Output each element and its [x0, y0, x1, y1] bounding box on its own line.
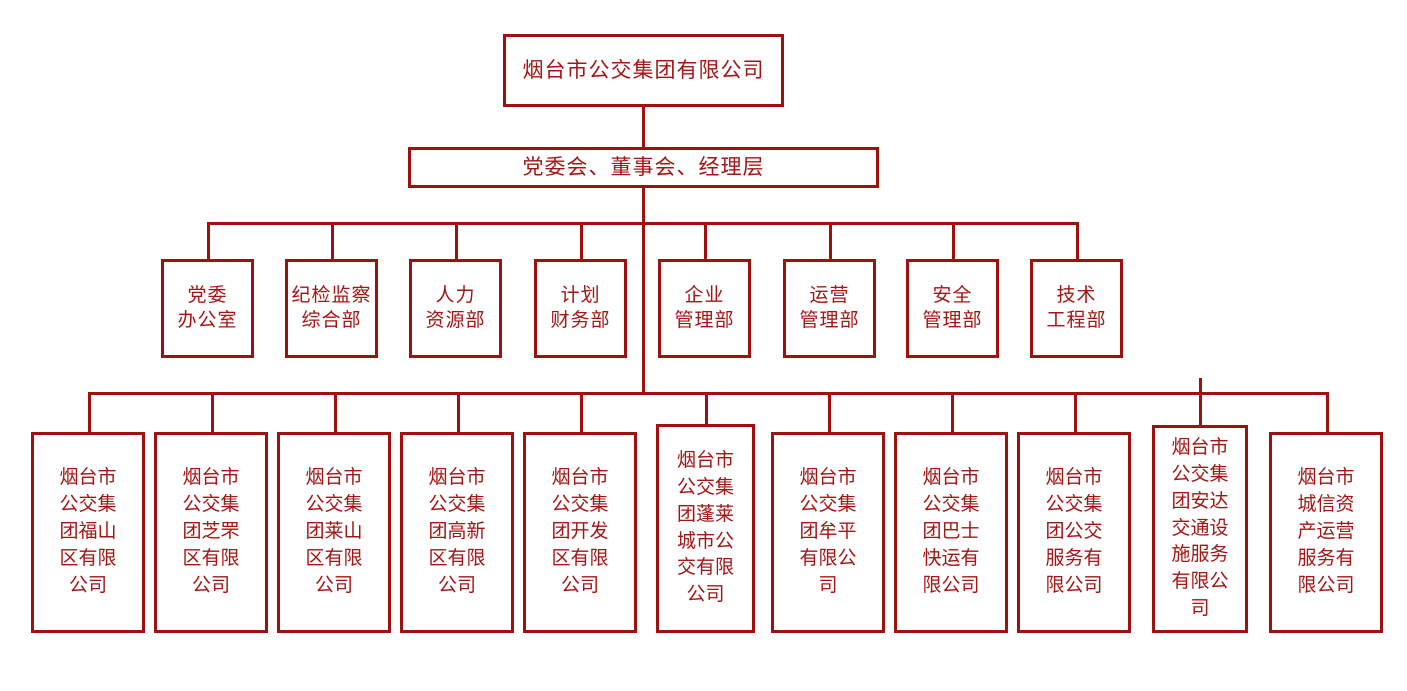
node-subsidiary-muping[interactable]: 烟台市 公交集 团牟平 有限公 司 [771, 432, 885, 633]
node-dept-discipline-inspection[interactable]: 纪检监察 综合部 [285, 259, 378, 358]
node-root-company[interactable]: 烟台市公交集团有限公司 [503, 34, 784, 107]
node-subsidiary-bus-service[interactable]: 烟台市 公交集 团公交 服务有 限公司 [1017, 432, 1131, 633]
node-subsidiary-fushan[interactable]: 烟台市 公交集 团福山 区有限 公司 [31, 432, 145, 633]
connector-drop-sub-1 [211, 392, 214, 432]
node-subsidiary-zhifu-label: 烟台市 公交集 团芝罘 区有限 公司 [182, 467, 240, 596]
connector-drop-dept-1 [331, 222, 334, 259]
node-dept-enterprise-management-label: 企业 管理部 [674, 284, 735, 331]
node-dept-human-resources[interactable]: 人力 资源部 [409, 259, 502, 358]
connector-drop-dept-7 [1076, 222, 1079, 259]
connector-drop-dept-2 [455, 222, 458, 259]
connector-drop-dept-5 [829, 222, 832, 259]
node-dept-planning-finance-label: 计划 财务部 [550, 284, 611, 331]
node-dept-technical-engineering[interactable]: 技术 工程部 [1030, 259, 1123, 358]
node-subsidiary-chengxin-assets-label: 烟台市 城信资 产运营 服务有 限公司 [1297, 467, 1355, 596]
node-subsidiary-muping-label: 烟台市 公交集 团牟平 有限公 司 [799, 467, 857, 596]
connector-drop-dept-4 [704, 222, 707, 259]
node-subsidiary-chengxin-assets[interactable]: 烟台市 城信资 产运营 服务有 限公司 [1269, 432, 1383, 633]
connector-drop-sub-3 [457, 392, 460, 432]
connector-drop-sub-9 [1199, 378, 1202, 425]
connector-board-stem [642, 188, 645, 222]
node-subsidiary-bashi-express-label: 烟台市 公交集 团巴士 快运有 限公司 [922, 467, 980, 596]
node-dept-technical-engineering-label: 技术 工程部 [1046, 284, 1107, 331]
node-subsidiary-gaoxin-label: 烟台市 公交集 团高新 区有限 公司 [428, 467, 486, 596]
connector-drop-sub-7 [951, 392, 954, 432]
connector-root-to-board [642, 107, 645, 147]
node-subsidiary-anda-facilities-label: 烟台市 公交集 团安达 交通设 施服务 有限公 司 [1171, 436, 1229, 620]
connector-drop-sub-6 [828, 392, 831, 432]
connector-drop-dept-0 [207, 222, 210, 259]
connector-drop-sub-5 [705, 392, 708, 424]
subsidiary-bus-line [88, 392, 1328, 395]
node-subsidiary-bashi-express[interactable]: 烟台市 公交集 团巴士 快运有 限公司 [894, 432, 1008, 633]
connector-drop-sub-10 [1326, 392, 1329, 432]
node-subsidiary-penglai-label: 烟台市 公交集 团蓬莱 城市公 交有限 公司 [676, 449, 734, 606]
node-dept-party-office[interactable]: 党委 办公室 [161, 259, 254, 358]
node-subsidiary-kaifaqu-label: 烟台市 公交集 团开发 区有限 公司 [551, 467, 609, 596]
connector-drop-dept-6 [952, 222, 955, 259]
connector-drop-sub-8 [1074, 392, 1077, 432]
node-dept-party-office-label: 党委 办公室 [177, 284, 238, 331]
node-subsidiary-zhifu[interactable]: 烟台市 公交集 团芝罘 区有限 公司 [154, 432, 268, 633]
connector-central-spine [642, 222, 645, 392]
connector-drop-sub-4 [580, 392, 583, 432]
connector-drop-sub-0 [88, 392, 91, 432]
node-dept-human-resources-label: 人力 资源部 [425, 284, 486, 331]
node-root-company-label: 烟台市公交集团有限公司 [522, 57, 765, 82]
node-dept-operations-management-label: 运营 管理部 [799, 284, 860, 331]
node-dept-discipline-inspection-label: 纪检监察 综合部 [291, 284, 372, 331]
node-dept-safety-management[interactable]: 安全 管理部 [906, 259, 999, 358]
node-dept-safety-management-label: 安全 管理部 [922, 284, 983, 331]
node-subsidiary-gaoxin[interactable]: 烟台市 公交集 团高新 区有限 公司 [400, 432, 514, 633]
node-subsidiary-laishan-label: 烟台市 公交集 团莱山 区有限 公司 [305, 467, 363, 596]
node-dept-planning-finance[interactable]: 计划 财务部 [534, 259, 627, 358]
node-dept-operations-management[interactable]: 运营 管理部 [783, 259, 876, 358]
node-board-governance-label: 党委会、董事会、经理层 [522, 154, 765, 179]
node-subsidiary-penglai[interactable]: 烟台市 公交集 团蓬莱 城市公 交有限 公司 [656, 424, 755, 633]
node-dept-enterprise-management[interactable]: 企业 管理部 [658, 259, 751, 358]
node-subsidiary-fushan-label: 烟台市 公交集 团福山 区有限 公司 [59, 467, 117, 596]
node-subsidiary-bus-service-label: 烟台市 公交集 团公交 服务有 限公司 [1045, 467, 1103, 596]
node-board-governance[interactable]: 党委会、董事会、经理层 [408, 147, 879, 188]
connector-drop-dept-3 [580, 222, 583, 259]
node-subsidiary-laishan[interactable]: 烟台市 公交集 团莱山 区有限 公司 [277, 432, 391, 633]
connector-drop-sub-2 [334, 392, 337, 432]
node-subsidiary-anda-facilities[interactable]: 烟台市 公交集 团安达 交通设 施服务 有限公 司 [1152, 425, 1248, 633]
node-subsidiary-kaifaqu[interactable]: 烟台市 公交集 团开发 区有限 公司 [523, 432, 637, 633]
